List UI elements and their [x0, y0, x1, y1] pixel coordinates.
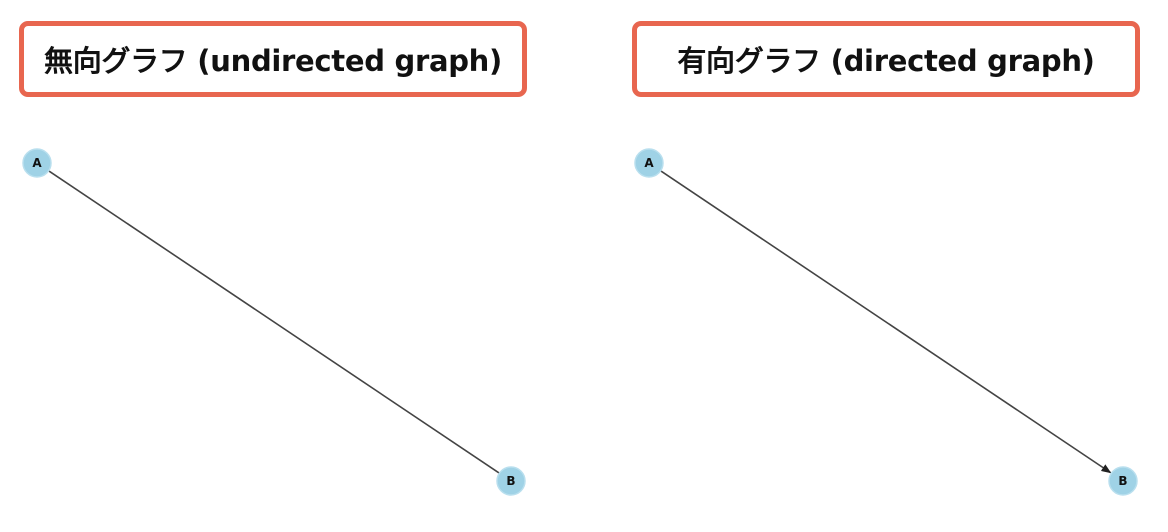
- node-b-circle: [496, 466, 526, 496]
- undirected-graph-diagram: A B: [22, 148, 526, 496]
- node-a: A: [22, 148, 52, 178]
- node-a-label: A: [644, 156, 654, 170]
- edge-a-b: [48, 170, 500, 474]
- directed-graph-diagram: A B: [634, 148, 1138, 496]
- directed-graph-title: 有向グラフ (directed graph): [677, 44, 1095, 78]
- directed-graph-panel: 有向グラフ (directed graph) A B: [584, 0, 1168, 532]
- undirected-graph-panel: 無向グラフ (undirected graph) A B: [19, 21, 527, 496]
- undirected-graph-title-box: 無向グラフ (undirected graph): [19, 21, 527, 97]
- node-a-circle: [634, 148, 664, 178]
- undirected-graph-title: 無向グラフ (undirected graph): [44, 44, 502, 78]
- node-b-label: B: [506, 474, 515, 488]
- node-b: B: [1108, 466, 1138, 496]
- node-a-circle: [22, 148, 52, 178]
- node-a: A: [634, 148, 664, 178]
- node-b-circle: [1108, 466, 1138, 496]
- directed-graph-title-box: 有向グラフ (directed graph): [632, 21, 1140, 97]
- node-b: B: [496, 466, 526, 496]
- directed-edge-a-b: [660, 170, 1112, 474]
- node-a-label: A: [32, 156, 42, 170]
- node-b-label: B: [1118, 474, 1127, 488]
